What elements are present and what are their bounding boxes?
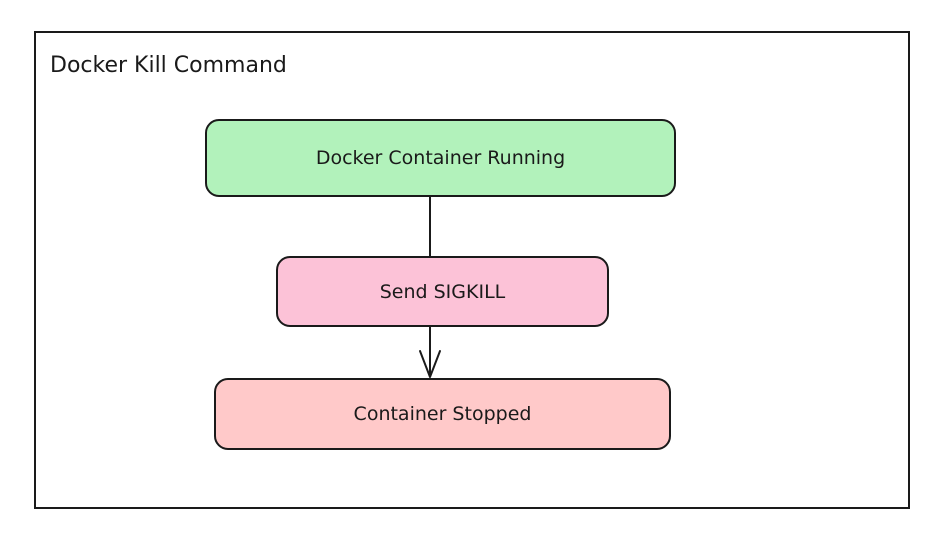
diagram-title: Docker Kill Command	[50, 53, 287, 78]
node-label: Docker Container Running	[315, 147, 566, 169]
node-label: Send SIGKILL	[379, 280, 506, 303]
node-container-stopped: Container Stopped	[214, 378, 671, 450]
node-label: Container Stopped	[353, 403, 532, 425]
node-send-sigkill: Send SIGKILL	[276, 256, 609, 327]
node-docker-container-running: Docker Container Running	[205, 119, 676, 197]
